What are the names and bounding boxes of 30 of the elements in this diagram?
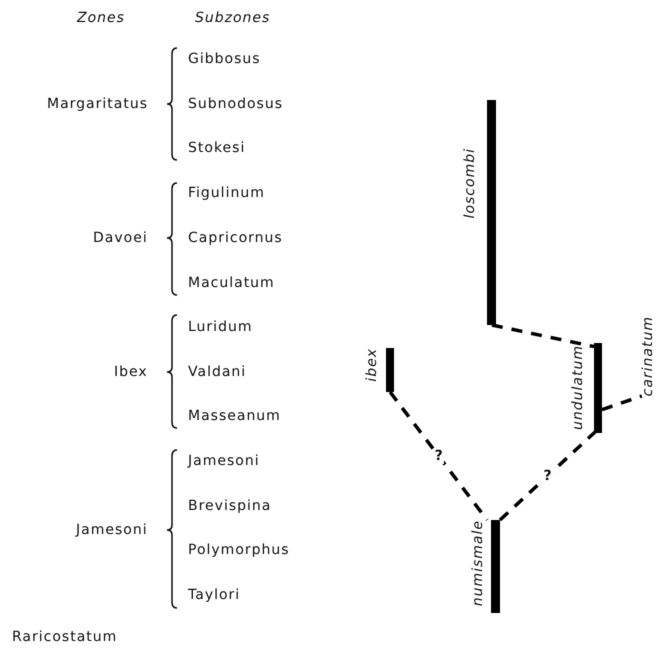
zone-name: Ibex	[114, 363, 148, 381]
subzone-name: Masseanum	[188, 407, 281, 425]
zone-name: Margaritatus	[47, 95, 148, 113]
dashed-line	[492, 323, 594, 348]
subzone-name: Capricornus	[188, 229, 283, 247]
species-name: loscombi	[462, 148, 478, 218]
subzone-name: Taylori	[188, 586, 240, 604]
species-name: carinatum	[640, 316, 656, 396]
subzone-name: Stokesi	[188, 139, 246, 157]
subzone-name: Raricostatum	[12, 628, 118, 646]
zone-name: Davoei	[93, 229, 148, 247]
subzone-name: Luridum	[188, 318, 252, 336]
species-name: undulatum	[570, 345, 586, 430]
subzone-name: Gibbosus	[188, 50, 261, 68]
species-name: numismale	[470, 520, 486, 606]
edge-label: ?	[434, 448, 444, 464]
subzone-name: Figulinum	[188, 184, 265, 202]
subzone-name: Polymorphus	[188, 541, 290, 559]
subzone-name: Brevispina	[188, 497, 272, 515]
dashed-line	[388, 390, 488, 522]
zone-name: Jamesoni	[76, 521, 148, 539]
subzone-name: Maculatum	[188, 274, 275, 292]
subzone-name: Jamesoni	[188, 452, 260, 470]
dashed-line	[601, 394, 642, 412]
column-heading: Subzones	[195, 9, 270, 27]
column-heading: Zones	[77, 9, 125, 27]
subzone-name: Subnodosus	[188, 95, 283, 113]
dashed-line	[498, 430, 596, 522]
subzone-name: Valdani	[188, 363, 246, 381]
species-name: ibex	[364, 348, 380, 382]
